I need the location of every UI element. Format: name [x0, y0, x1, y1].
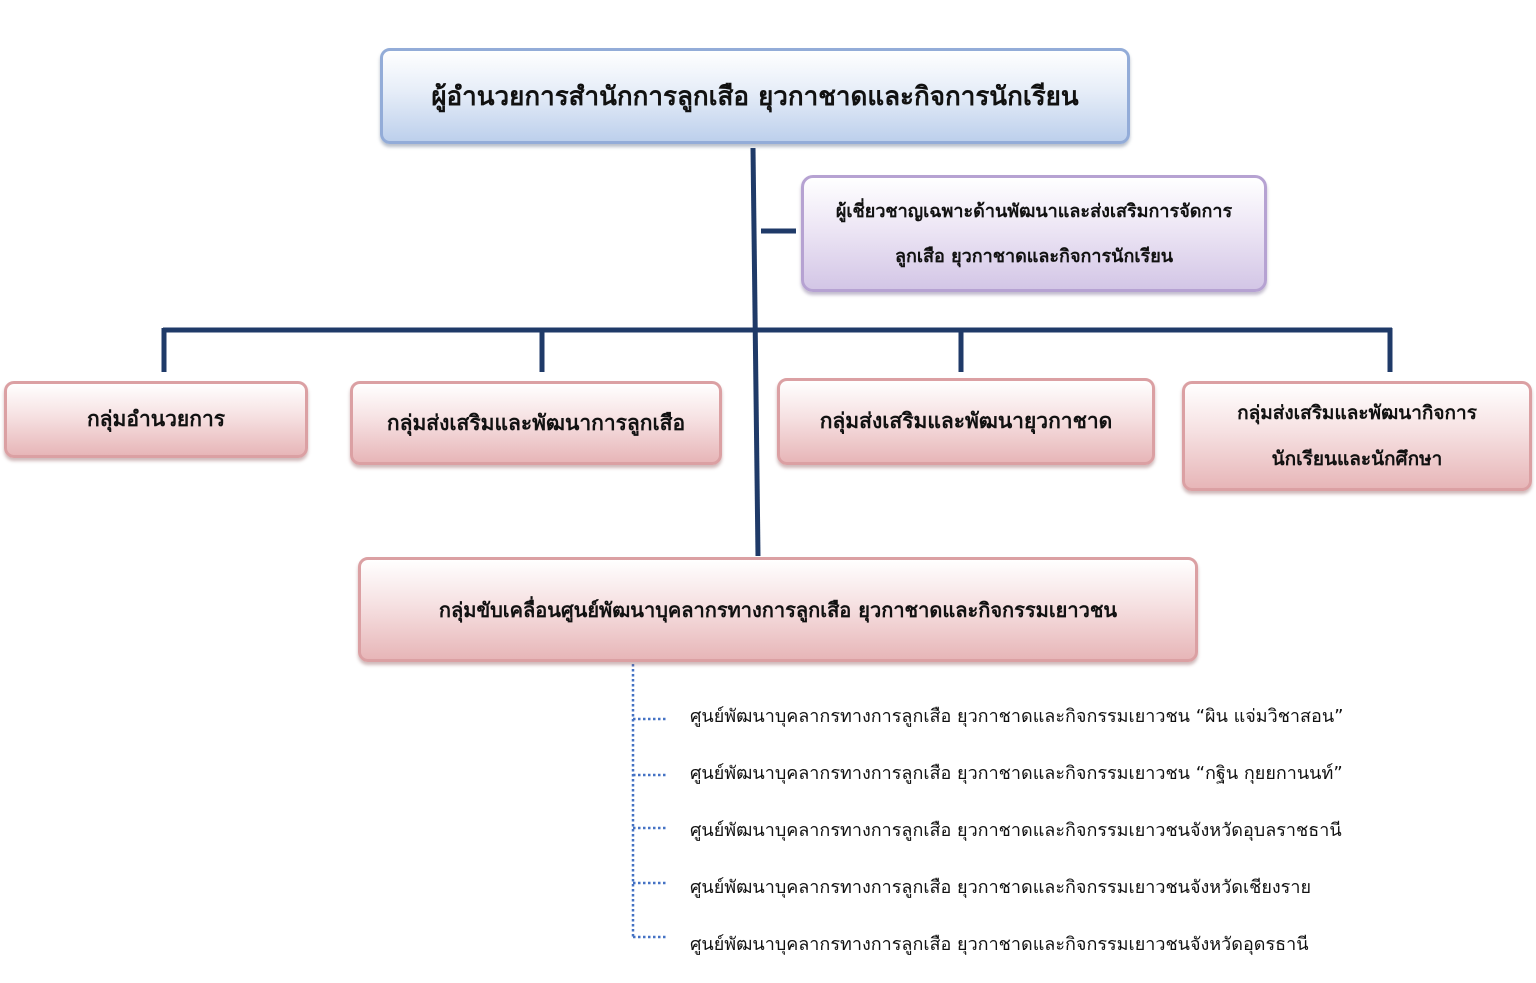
group-box-center-driving: กลุ่มขับเคลื่อนศูนย์พัฒนาบุคลากรทางการลู… [358, 557, 1198, 662]
group-box-scout: กลุ่มส่งเสริมและพัฒนาการลูกเสือ [350, 381, 722, 465]
group-title-line-1: กลุ่มส่งเสริมและพัฒนากิจการ [1237, 402, 1477, 424]
expert-box: ผู้เชี่ยวชาญเฉพาะด้านพัฒนาและส่งเสริมการ… [801, 175, 1267, 292]
group-title: กลุ่มอำนวยการ [86, 407, 226, 431]
group-box-youth-red-cross: กลุ่มส่งเสริมและพัฒนายุวกาชาด [777, 378, 1155, 465]
center-group-title: กลุ่มขับเคลื่อนศูนย์พัฒนาบุคลากรทางการลู… [438, 597, 1118, 622]
group-title-line-2: นักเรียนและนักศึกษา [1271, 448, 1443, 470]
center-list-item: ศูนย์พัฒนาบุคลากรทางการลูกเสือ ยุวกาชาดแ… [690, 706, 1344, 727]
director-box: ผู้อำนวยการสำนักการลูกเสือ ยุวกาชาดและกิ… [380, 48, 1130, 144]
director-title: ผู้อำนวยการสำนักการลูกเสือ ยุวกาชาดและกิ… [431, 81, 1079, 112]
center-list-item: ศูนย์พัฒนาบุคลากรทางการลูกเสือ ยุวกาชาดแ… [690, 820, 1342, 841]
group-box-administration: กลุ่มอำนวยการ [4, 381, 308, 458]
trunk-line [750, 147, 761, 557]
group-title: กลุ่มส่งเสริมและพัฒนาการลูกเสือ [386, 410, 686, 435]
center-list-item: ศูนย์พัฒนาบุคลากรทางการลูกเสือ ยุวกาชาดแ… [690, 934, 1309, 955]
center-list-item: ศูนย์พัฒนาบุคลากรทางการลูกเสือ ยุวกาชาดแ… [690, 877, 1311, 898]
expert-title-line-2: ลูกเสือ ยุวกาชาดและกิจการนักเรียน [894, 245, 1174, 267]
group-box-student-affairs: กลุ่มส่งเสริมและพัฒนากิจการ นักเรียนและน… [1182, 381, 1532, 491]
expert-title-line-1: ผู้เชี่ยวชาญเฉพาะด้านพัฒนาและส่งเสริมการ… [835, 200, 1233, 222]
group-title: กลุ่มส่งเสริมและพัฒนายุวกาชาด [819, 409, 1113, 433]
center-list-item: ศูนย์พัฒนาบุคลากรทางการลูกเสือ ยุวกาชาดแ… [690, 763, 1343, 784]
